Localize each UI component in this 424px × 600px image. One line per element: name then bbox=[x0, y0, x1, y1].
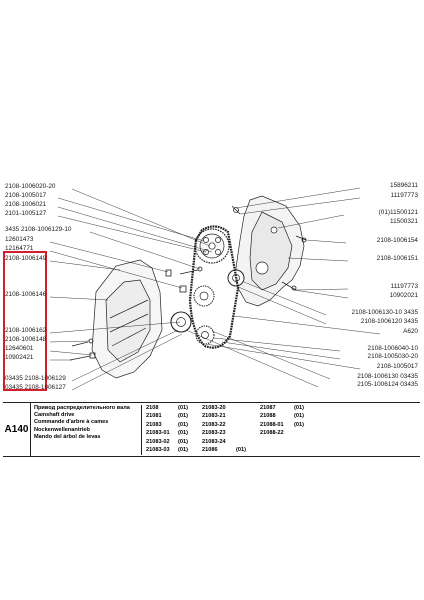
part-number-label: 2108-1005017 bbox=[5, 192, 47, 199]
part-number-label: 2108-1005017 bbox=[376, 363, 418, 370]
part-number-label: 2108-1006040-10 bbox=[367, 345, 418, 352]
highlight-box bbox=[3, 251, 47, 391]
part-number-label: 03435 2108-1006127 bbox=[5, 384, 66, 391]
model-cell: (01) bbox=[178, 447, 188, 453]
model-cell: (01) bbox=[178, 438, 188, 445]
description-ru: Привод распределительного вала bbox=[34, 405, 130, 411]
part-number-label: 2108-1005030-20 bbox=[367, 353, 418, 360]
model-cell: 21083-02 bbox=[146, 438, 170, 445]
part-number-label: 12164771 bbox=[5, 245, 34, 252]
part-number-label: 2108-1006020-20 bbox=[5, 183, 56, 190]
part-number-label: (01)11500121 bbox=[378, 209, 418, 216]
part-number-label: 2108-1006130-10 3435 bbox=[351, 309, 418, 316]
part-number-label: 2101-1005127 bbox=[5, 210, 47, 217]
model-cell: (01) bbox=[178, 405, 188, 411]
part-number-label: 15896211 bbox=[390, 182, 418, 189]
part-number-label: 11197773 bbox=[390, 192, 418, 199]
part-number-label: 10902021 bbox=[389, 292, 418, 299]
part-number-label: 10902421 bbox=[5, 354, 34, 361]
part-number-label: 2108-1006120 3435 bbox=[360, 318, 418, 325]
model-cell: (01) bbox=[294, 421, 304, 428]
model-cell: 21087 bbox=[260, 405, 276, 411]
description-es: Mando del árbol de levas bbox=[34, 433, 101, 440]
section-descriptions: Привод распределительного вала Camshaft … bbox=[31, 405, 142, 455]
part-number-label: 2108-1006021 bbox=[5, 201, 47, 208]
model-cell: 21083 bbox=[146, 421, 162, 428]
model-cell: (01) bbox=[236, 447, 246, 453]
description-en: Camshaft drive bbox=[34, 412, 75, 419]
model-cell: 21088-22 bbox=[260, 430, 284, 437]
model-cell: (01) bbox=[178, 413, 188, 420]
model-cell: 21083-21 bbox=[202, 413, 226, 420]
model-cell: 21083-24 bbox=[202, 438, 226, 445]
part-number-label: 12640601 bbox=[5, 345, 34, 352]
part-number-label: 11500321 bbox=[390, 218, 418, 225]
model-cell: (01) bbox=[294, 413, 304, 420]
timing-belt bbox=[188, 225, 240, 349]
part-number-label: 03435 2108-1006129 bbox=[5, 375, 66, 382]
part-number-label: 2108-1006148 bbox=[5, 336, 47, 343]
model-cell: 21088-01 bbox=[260, 421, 284, 428]
description-fr: Commande d'arbre à cames bbox=[34, 419, 109, 426]
part-number-label: 12601473 bbox=[5, 236, 34, 243]
model-cell: 21083-22 bbox=[202, 421, 226, 428]
model-cell: 21083-03 bbox=[146, 447, 170, 453]
model-cell: 21083-23 bbox=[202, 430, 226, 437]
description-de: Nockenwellenantrieb bbox=[34, 426, 90, 433]
caption-frame bbox=[3, 402, 420, 457]
part-number-label: 2105-1006124 03435 bbox=[357, 381, 418, 388]
crankshaft-pulley bbox=[170, 311, 192, 333]
model-cell: (01) bbox=[178, 421, 188, 428]
part-number-label: 3435 2108-1006129-10 bbox=[5, 226, 72, 233]
part-number-label: 2108-1006162 bbox=[5, 327, 47, 334]
camshaft-drive-diagram bbox=[49, 187, 381, 391]
part-number-label: 2108-1006130 03435 bbox=[357, 373, 418, 380]
model-cell: 21083-01 bbox=[146, 430, 170, 437]
model-cell: 21088 bbox=[260, 413, 276, 420]
intermediate-pulley bbox=[193, 285, 215, 307]
model-cell: 21081 bbox=[146, 413, 162, 420]
part-number-label: 2108-1006149 bbox=[5, 255, 47, 262]
model-cell: 21083-20 bbox=[202, 405, 226, 411]
part-number-label: 2108-1006151 bbox=[376, 255, 418, 262]
part-number-label: 2108-1006154 bbox=[376, 237, 418, 244]
model-cell: (01) bbox=[178, 430, 188, 437]
model-cell: 2108 bbox=[146, 405, 159, 411]
part-number-label: 2108-1006146 bbox=[5, 291, 47, 298]
part-number-label: A620 bbox=[403, 328, 418, 335]
model-cell: 21086 bbox=[202, 447, 218, 453]
section-code: A140 bbox=[3, 403, 31, 456]
part-number-label: 11197773 bbox=[390, 283, 418, 290]
model-cell: (01) bbox=[294, 405, 304, 411]
